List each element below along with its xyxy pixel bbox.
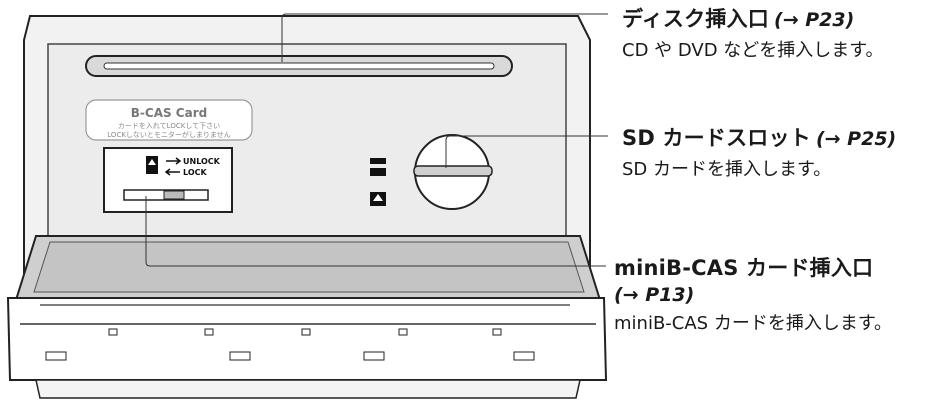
sd-eject-arrow <box>373 194 383 201</box>
callout-sd-slot-title: SD カードスロット <box>622 126 811 150</box>
leader-minibcas-slot <box>145 196 606 267</box>
callout-disc-slot-desc: CD や DVD などを挿入します。 <box>622 40 884 61</box>
callout-disc-slot-ref: (→ P23) <box>774 9 855 31</box>
bcas-card-line2: LOCKしないとモニターがしまりません <box>107 130 230 139</box>
sd-card-slit <box>413 165 493 177</box>
front-panel-screen <box>33 241 585 293</box>
callout-minibcas-slot-title: miniB-CAS カード挿入口 <box>614 256 874 280</box>
left-arrow-icon <box>164 168 180 176</box>
leader-disc-slot <box>281 13 608 62</box>
minibcas-slider <box>163 190 185 200</box>
leader-sd-slot <box>445 135 608 168</box>
right-arrow-icon <box>166 157 182 165</box>
sd-logo-icon <box>370 158 386 176</box>
callout-minibcas-slot-desc: miniB-CAS カードを挿入します。 <box>614 313 893 334</box>
unlock-label: UNLOCK <box>183 157 221 166</box>
disc-slot-inner <box>103 62 495 70</box>
up-arrow-icon <box>148 159 156 165</box>
callout-sd-slot: SD カードスロット (→ P25) SD カードを挿入します。 <box>622 122 896 181</box>
lock-label: LOCK <box>183 168 207 177</box>
callout-minibcas-slot: miniB-CAS カード挿入口 (→ P13) miniB-CAS カードを挿… <box>614 252 892 335</box>
callout-sd-slot-ref: (→ P25) <box>815 128 897 150</box>
bcas-card-line1: カードを入れてLOCKして下さい <box>118 122 220 130</box>
callout-sd-slot-desc: SD カードを挿入します。 <box>622 159 832 180</box>
bcas-card-label <box>85 99 253 141</box>
bottom-base <box>35 379 581 399</box>
callout-disc-slot: ディスク挿入口 (→ P23) CD や DVD などを挿入します。 <box>622 3 884 62</box>
bcas-card-title: B-CAS Card <box>131 106 207 120</box>
front-bezel <box>6 297 608 381</box>
callout-disc-slot-title: ディスク挿入口 <box>622 7 769 31</box>
minibcas-panel <box>103 147 233 213</box>
callout-minibcas-slot-ref: (→ P13) <box>614 284 695 306</box>
